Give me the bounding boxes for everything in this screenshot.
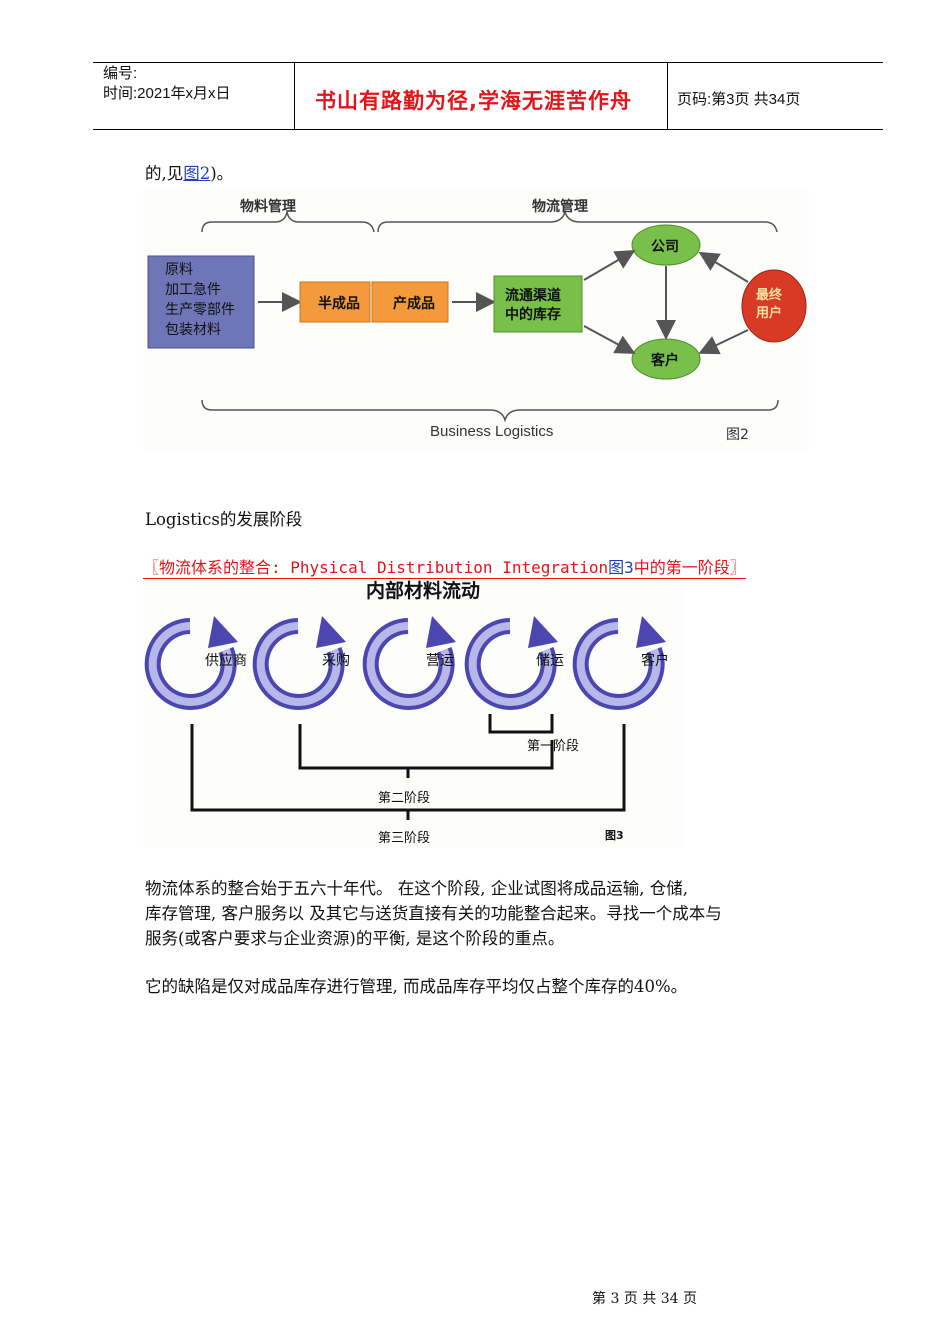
red-heading: 〖物流体系的整合: Physical Distribution Integrat… (143, 554, 746, 579)
header-divider-2 (667, 62, 668, 130)
circle-label-storage: 储运 (536, 653, 564, 669)
figure3-diagram (144, 616, 666, 820)
header-meta: 编号: 时间:2021年x月x日 (103, 64, 231, 104)
red-heading-suffix: 中的第一阶段〗 (633, 558, 746, 577)
channel-inventory-label: 流通渠道 中的库存 (505, 287, 561, 325)
header-bottom-rule (93, 129, 883, 130)
cycle-icon (144, 616, 238, 710)
paragraph-1-line: 库存管理, 客户服务以 及其它与送货直接有关的功能整合起来。寻找一个成本与 (145, 904, 722, 923)
cycle-icon (252, 616, 346, 710)
figure3-link[interactable]: 图3 (608, 558, 634, 577)
material-item: 生产零部件 (165, 302, 235, 318)
red-heading-prefix: 〖物流体系的整合: Physical Distribution Integrat… (143, 558, 609, 577)
paragraph-1-line: 物流体系的整合始于五六十年代。 在这个阶段, 企业试图将成品运输, 仓储, (145, 879, 688, 898)
logistics-management-label: 物流管理 (532, 199, 588, 215)
materials-list: 原料 加工急件 生产零部件 包装材料 (165, 260, 235, 340)
brace-business-logistics (201, 399, 779, 423)
arrow-channel-to-customer (583, 325, 636, 354)
paragraph-1-line: 服务(或客户要求与企业资源)的平衡, 是这个阶段的重点。 (145, 929, 565, 948)
circle-label-supplier: 供应商 (205, 653, 247, 669)
brace-logistics-management (377, 209, 778, 233)
document-number-label: 编号: (103, 65, 138, 82)
circle-label-purchasing: 采购 (322, 653, 350, 669)
semi-finished-box (299, 281, 371, 323)
materials-box (147, 255, 255, 349)
material-management-label: 物料管理 (240, 199, 296, 215)
stage3-label: 第三阶段 (378, 831, 431, 846)
intro-end: )。 (210, 164, 234, 183)
document-time-label: 时间:2021年x月x日 (103, 85, 231, 102)
arrow-channel-to-company (583, 249, 636, 281)
arrow-enduser-to-customer (698, 329, 749, 355)
end-user-node (741, 269, 807, 343)
channel-line1: 流通渠道 (505, 288, 561, 304)
arrow-enduser-to-company (698, 251, 749, 283)
material-item: 原料 (165, 262, 193, 278)
channel-inventory-box (493, 275, 583, 333)
header-divider-1 (294, 62, 295, 130)
figure3-background (143, 580, 683, 848)
brace-material-management (201, 211, 375, 233)
cycle-icon (362, 616, 456, 710)
page-footer: 第 3 页 共 34 页 (592, 1291, 697, 1307)
business-logistics-label: Business Logistics (430, 423, 554, 440)
header-top-rule (93, 62, 883, 63)
circle-label-customer: 客户 (641, 653, 669, 669)
material-item: 包装材料 (165, 322, 221, 338)
section-title: Logistics的发展阶段 (145, 510, 303, 529)
figure2-caption: 图2 (726, 427, 749, 443)
end-user-line2: 用户 (756, 306, 783, 321)
company-node (631, 224, 701, 266)
figure2-diagram (147, 209, 807, 423)
figure2-link[interactable]: 图2 (183, 164, 211, 183)
finished-label: 产成品 (393, 296, 435, 312)
paragraph-2: 它的缺陷是仅对成品库存进行管理, 而成品库存平均仅占整个库存的40%。 (145, 977, 688, 996)
channel-line2: 中的库存 (505, 307, 561, 323)
end-user-label: 最终 用户 (756, 287, 782, 323)
customer-label: 客户 (651, 353, 679, 369)
intro-line: 的,见图2)。 (145, 160, 233, 184)
header-motto: 书山有路勤为径,学海无涯苦作舟 (315, 89, 632, 113)
circle-label-operations: 营运 (426, 653, 454, 669)
cycle-icons (144, 616, 666, 710)
stage2-label: 第二阶段 (378, 791, 431, 806)
company-label: 公司 (651, 239, 679, 255)
intro-text: 的,见 (145, 164, 184, 183)
stage1-bracket (488, 714, 554, 734)
figure3-title: 内部材料流动 (366, 580, 481, 602)
semi-finished-label: 半成品 (318, 296, 360, 312)
end-user-line1: 最终 (756, 288, 783, 303)
cycle-icon (464, 616, 558, 710)
finished-box (371, 281, 449, 323)
stage1-label: 第一阶段 (527, 739, 580, 754)
header-page-info: 页码:第3页 共34页 (677, 91, 801, 108)
figure3-caption: 图3 (605, 829, 624, 842)
cycle-icon (572, 616, 666, 710)
paragraph-1: 物流体系的整合始于五六十年代。 在这个阶段, 企业试图将成品运输, 仓储, 库存… (145, 876, 722, 951)
stage2-bracket (298, 724, 554, 770)
material-item: 加工急件 (165, 282, 221, 298)
